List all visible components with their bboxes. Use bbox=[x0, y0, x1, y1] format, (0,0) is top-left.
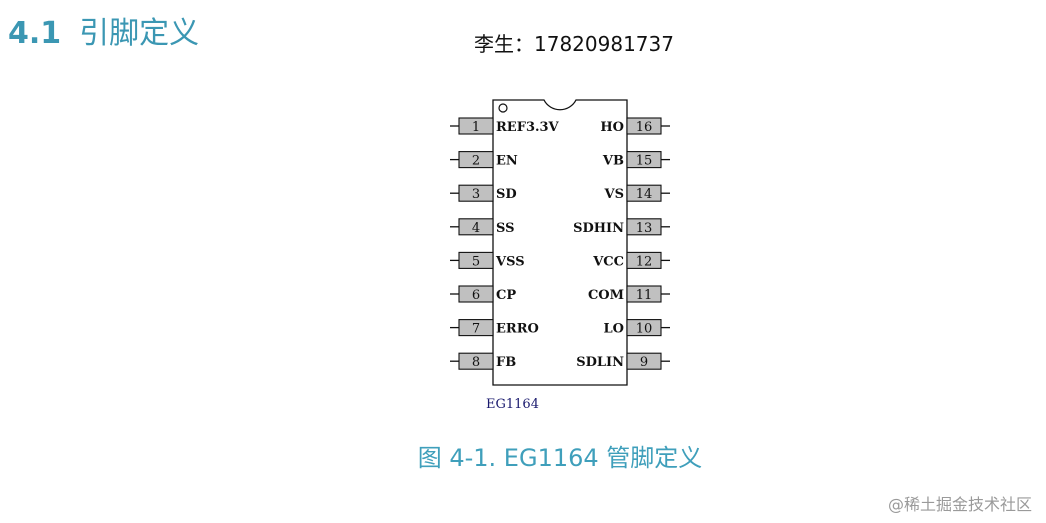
right-pin-15: 15 VB bbox=[602, 151, 670, 169]
chip-body bbox=[492, 99, 628, 386]
pin-box bbox=[458, 285, 494, 303]
section-heading: 4.1 引脚定义 bbox=[8, 14, 199, 54]
pin-number: 7 bbox=[472, 322, 480, 337]
pin-number: 4 bbox=[472, 221, 480, 236]
right-pin-14: 14 VS bbox=[604, 184, 670, 202]
pin-label: SDHIN bbox=[573, 221, 624, 236]
left-pin-1: 1 REF3.3V bbox=[450, 117, 560, 135]
pin-box bbox=[458, 251, 494, 269]
pin-label: LO bbox=[604, 322, 624, 337]
pin-label: SDLIN bbox=[576, 355, 624, 370]
pins-layer: 1 REF3.3V 2 EN 3 SD 4 SS 5 VSS 6 CP 7 ERRO 8 FB 16 HO 15 VB… bbox=[450, 117, 670, 370]
pin-label: FB bbox=[496, 355, 516, 370]
right-pin-16: 16 HO bbox=[600, 117, 670, 135]
right-pin-11: 11 COM bbox=[588, 285, 670, 303]
contact-text: 李生：17820981737 bbox=[474, 32, 674, 56]
pin-number: 11 bbox=[636, 288, 653, 303]
pin-number: 13 bbox=[636, 221, 653, 236]
pin-number: 15 bbox=[636, 154, 653, 169]
pin-number: 10 bbox=[636, 322, 653, 337]
pin-label: VCC bbox=[592, 254, 624, 269]
pin-number: 6 bbox=[472, 288, 480, 303]
pin-box bbox=[458, 319, 494, 337]
pin-box bbox=[458, 184, 494, 202]
pin-label: REF3.3V bbox=[496, 120, 560, 135]
left-pin-5: 5 VSS bbox=[450, 251, 525, 269]
pin-number: 9 bbox=[640, 355, 648, 370]
section-title: 引脚定义 bbox=[79, 16, 200, 51]
right-pin-13: 13 SDHIN bbox=[573, 218, 670, 236]
pin-label: ERRO bbox=[496, 322, 539, 337]
right-pin-9: 9 SDLIN bbox=[576, 352, 670, 370]
pin-label: COM bbox=[588, 288, 624, 303]
pin-box bbox=[458, 151, 494, 169]
pin-number: 16 bbox=[636, 120, 653, 135]
pin-number: 8 bbox=[472, 355, 480, 370]
pinout-diagram: 1 REF3.3V 2 EN 3 SD 4 SS 5 VSS 6 CP 7 ERRO 8 FB 16 HO 15 VB… bbox=[450, 99, 670, 412]
pin-label: VSS bbox=[495, 254, 525, 269]
pin-label: SS bbox=[496, 221, 515, 236]
right-pin-12: 12 VCC bbox=[592, 251, 670, 269]
pin-number: 2 bbox=[472, 154, 480, 169]
pin-label: VB bbox=[602, 154, 624, 169]
pin-box bbox=[458, 352, 494, 370]
left-pin-8: 8 FB bbox=[450, 352, 516, 370]
right-pin-10: 10 LO bbox=[604, 319, 670, 337]
figure-caption: 图 4-1. EG1164 管脚定义 bbox=[417, 444, 703, 472]
left-pin-7: 7 ERRO bbox=[450, 319, 539, 337]
left-pin-2: 2 EN bbox=[450, 151, 518, 169]
pin-label: VS bbox=[604, 187, 624, 202]
left-pin-6: 6 CP bbox=[450, 285, 516, 303]
watermark: @稀土掘金技术社区 bbox=[887, 495, 1032, 514]
pin-box bbox=[458, 117, 494, 135]
part-name-label: EG1164 bbox=[486, 397, 539, 412]
pin-label: EN bbox=[496, 154, 518, 169]
pin-number: 14 bbox=[636, 187, 653, 202]
pin-number: 1 bbox=[472, 120, 480, 135]
pin-label: SD bbox=[496, 187, 517, 202]
pin1-marker bbox=[498, 103, 508, 113]
pin-number: 5 bbox=[472, 254, 480, 269]
pin-label: CP bbox=[496, 288, 516, 303]
pin-label: HO bbox=[600, 120, 624, 135]
left-pin-3: 3 SD bbox=[450, 184, 517, 202]
pin-number: 12 bbox=[636, 254, 653, 269]
left-pin-4: 4 SS bbox=[450, 218, 515, 236]
pin-number: 3 bbox=[472, 187, 480, 202]
pin-box bbox=[458, 218, 494, 236]
section-number: 4.1 bbox=[8, 16, 62, 51]
